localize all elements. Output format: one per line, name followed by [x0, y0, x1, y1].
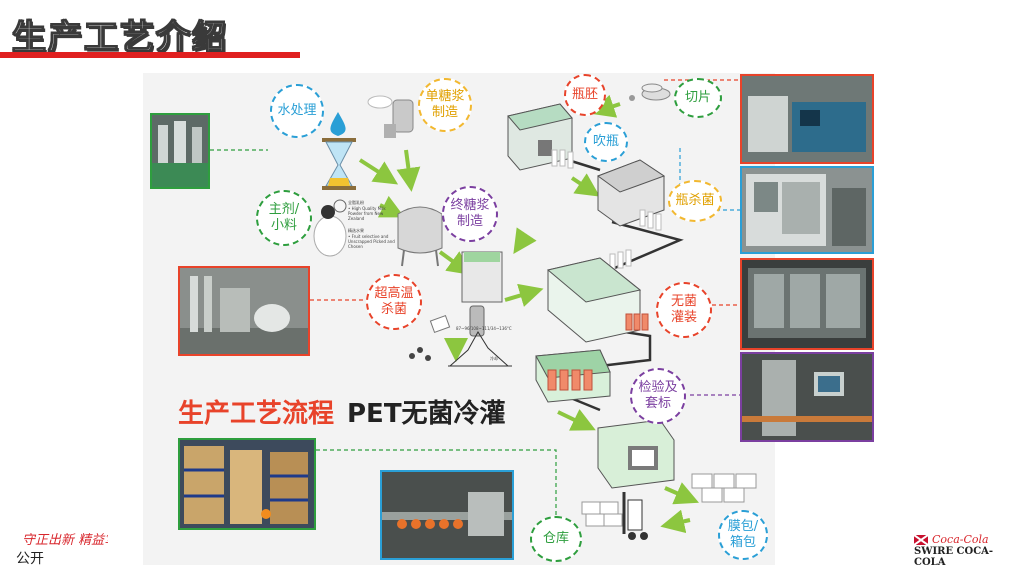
photo-inspection-labeling: [740, 352, 874, 442]
step-shrink-packaging: 膜包/ 箱包: [718, 510, 768, 560]
single-syrup-equipment-icon: [367, 95, 414, 138]
step-bottle-sterilization: 瓶杀菌: [668, 180, 722, 222]
photo-uht-sterilization: [178, 266, 310, 356]
case-stacks-icon: [581, 473, 757, 527]
page-title: 生产工艺介绍: [11, 17, 228, 58]
final-syrup-tank-icon: [397, 206, 443, 267]
photo-packaging-line: [380, 470, 514, 560]
uht-temperature-chart: [409, 314, 512, 367]
shrink-wrap-machine-icon: [597, 419, 675, 489]
step-blow-molding: 吹瓶: [584, 122, 628, 162]
swire-logo-icon: [914, 534, 928, 545]
slogan-logo-icon: 守正出新 精益笃行: [16, 530, 132, 564]
bottle-sterilizer-icon: [596, 159, 666, 227]
step-aseptic-filling: 无菌 灌装: [656, 282, 712, 338]
classification-label: 公开: [16, 551, 44, 567]
bottle-rows: [551, 149, 662, 271]
step-pet-chips: 切片: [674, 78, 722, 118]
aseptic-filler-icon: [546, 257, 649, 343]
photo-blow-molding: [740, 74, 874, 164]
fruit-desc: • Fruit selective and Unscrapped Picked …: [348, 234, 395, 249]
step-single-syrup: 单糖浆 制造: [418, 78, 472, 132]
photo-warehouse: [178, 438, 316, 530]
uht-cooling-label: 冷却: [490, 356, 498, 361]
ingredients-icon: [313, 199, 347, 257]
flow-arrows: [358, 94, 700, 534]
step-preform: 瓶胚: [564, 74, 606, 116]
photo-aseptic-filling: [740, 258, 874, 350]
uht-machine-icon: [461, 251, 503, 337]
title-underline: [0, 52, 300, 58]
photo-water-treatment: [150, 113, 210, 189]
brand-name: SWIRE COCA-COLA: [914, 546, 994, 568]
flow-title: 生产工艺流程: [178, 399, 335, 429]
step-warehouse: 仓库: [530, 516, 582, 562]
labeling-machine-icon: [535, 349, 611, 403]
slogan-logo-text: 守正出新 精益笃行: [22, 533, 108, 548]
coca-cola-script: Coca-Cola: [932, 533, 989, 546]
flow-subtitle: PET无菌冷灌: [347, 399, 506, 429]
milk-powder-desc: • High Quality Milk Powder from New Zeal…: [348, 206, 386, 221]
uht-temperature-label: 87~96/108~111/34~136°C: [456, 326, 512, 331]
swire-brand: Coca-Cola SWIRE COCA-COLA: [914, 533, 1024, 568]
pet-chips-icon: [629, 83, 671, 101]
step-uht-sterilization: 超高温 杀菌: [366, 274, 422, 330]
fruit-label: 精选水果: [348, 228, 364, 233]
step-ingredients: 主剂/ 小料: [256, 190, 312, 246]
step-water-treatment: 水处理: [270, 84, 324, 138]
water-treatment-icon: [322, 112, 356, 190]
forklift-icon: [622, 492, 648, 540]
photo-bottle-sterilizer: [740, 166, 874, 254]
step-inspection-labeling: 检验及 套标: [630, 368, 686, 424]
milk-powder-label: 全脂乳粉: [348, 200, 364, 205]
step-final-syrup: 终糖浆 制造: [442, 186, 498, 242]
